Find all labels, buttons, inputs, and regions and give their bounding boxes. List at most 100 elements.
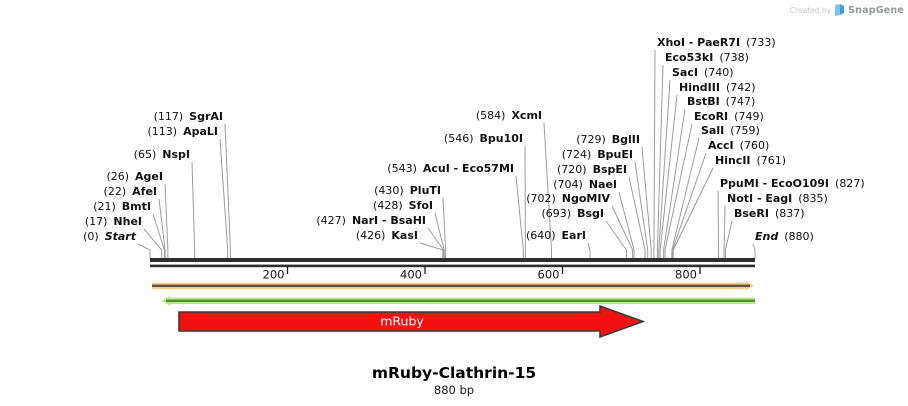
- site-label-eari: (640) EarI: [526, 229, 586, 243]
- bottom-strand-center-line: [166, 299, 755, 302]
- site-position: (0): [83, 230, 99, 243]
- site-connector-line: [427, 227, 445, 259]
- site-connector-line: [419, 242, 444, 259]
- site-connector-line: [164, 183, 169, 259]
- site-connector-line: [658, 79, 671, 259]
- site-connector-line: [664, 123, 693, 259]
- site-enzyme-name: BstBI: [687, 95, 720, 108]
- site-enzyme-name: Bpu10I: [479, 132, 524, 145]
- site-position: (880): [784, 230, 814, 243]
- site-enzyme-name: AcuI - Eco57MI: [422, 162, 514, 175]
- site-label-bpuei: (724) BpuEI: [562, 148, 633, 162]
- site-label-naei: (704)NaeI: [553, 178, 617, 192]
- site-label-saci: SacI (740): [672, 66, 734, 80]
- site-enzyme-name: NgoMIV: [561, 192, 610, 205]
- site-position: (640): [525, 229, 556, 242]
- site-connector-line: [672, 167, 714, 259]
- site-connector-line: [659, 94, 678, 259]
- site-position: (733): [746, 36, 776, 49]
- site-connector-line: [611, 205, 634, 259]
- site-position: (430): [374, 184, 404, 197]
- site-connector-line: [672, 152, 707, 259]
- site-enzyme-name: SgrAI: [189, 110, 223, 123]
- site-enzyme-name: ApaLI: [183, 125, 218, 138]
- site-label-xhoi-paer7i: XhoI - PaeR7I (733): [657, 36, 776, 50]
- ruler-tick-label: 400: [400, 268, 422, 282]
- ruler-tick-label: 200: [263, 268, 285, 282]
- site-enzyme-name: NaeI: [588, 178, 617, 191]
- site-label-bmti: (21)BmtI: [93, 200, 151, 214]
- site-position: (759): [730, 124, 760, 137]
- site-enzyme-name: KasI: [391, 229, 418, 242]
- site-connector-line: [158, 198, 166, 259]
- site-enzyme-name: Eco53kI: [665, 51, 714, 64]
- site-label-sali: SalI (759): [701, 124, 760, 138]
- site-label-sfoi: (428)SfoI: [373, 199, 433, 213]
- site-connector-line: [191, 161, 196, 259]
- site-position: (426): [355, 229, 386, 242]
- site-enzyme-name: BmtI: [121, 200, 151, 213]
- site-position: (720): [556, 163, 587, 176]
- site-connector-line: [515, 175, 524, 259]
- site-label-bstbi: BstBI (747): [687, 95, 755, 109]
- site-label-xcmi: (584)XcmI: [476, 109, 542, 123]
- site-position: (740): [703, 66, 734, 79]
- site-position: (546): [443, 132, 474, 145]
- site-position: (427): [316, 214, 346, 227]
- site-enzyme-name: PpuMI - EcoO109I: [720, 177, 830, 190]
- watermark: Created by SnapGene: [790, 4, 904, 16]
- feature-arrow-mruby: [178, 304, 646, 339]
- site-position: (693): [541, 207, 572, 220]
- site-label-nari-bsahi: (427) NarI - BsaHI: [316, 214, 426, 228]
- bottom-strand-arrowhead: [161, 296, 170, 306]
- site-enzyme-name: BpuEI: [597, 148, 633, 161]
- top-strand-center-line: [152, 284, 750, 287]
- plasmid-title: mRuby-Clathrin-15: [371, 364, 537, 382]
- site-label-hindiii: HindIII (742): [679, 81, 756, 95]
- site-label-hincii: HincII (761): [715, 154, 786, 168]
- site-position: (543): [387, 162, 417, 175]
- site-label-ecori: EcoRI(749): [694, 110, 764, 124]
- site-label-bglii: (729)BglII: [576, 133, 640, 147]
- site-label-bseri: BseRI(837): [734, 207, 805, 221]
- site-position: (760): [739, 139, 770, 152]
- site-enzyme-name: NotI - EagI: [727, 192, 793, 205]
- site-label-acci: AccI(760): [708, 139, 769, 153]
- site-enzyme-name: SalI: [701, 124, 725, 137]
- ruler-tick-label: 600: [538, 268, 560, 282]
- site-position: (65): [133, 148, 157, 161]
- sequence-bar-bottom: [150, 264, 755, 268]
- site-enzyme-name: HindIII: [679, 81, 720, 94]
- site-connector-line: [656, 64, 664, 259]
- site-label-eco53ki: Eco53kI (738): [665, 51, 749, 65]
- site-enzyme-name: NarI - BsaHI: [351, 214, 426, 227]
- snapgene-flag-icon: [835, 4, 845, 16]
- site-connector-line: [618, 191, 635, 259]
- site-enzyme-name: PluTI: [409, 184, 441, 197]
- site-label-nhei: (17)NheI: [85, 215, 142, 229]
- site-connector-line: [137, 243, 151, 259]
- site-enzyme-name: BspEI: [592, 163, 627, 176]
- site-position: (26): [106, 170, 130, 183]
- site-connector-line: [605, 220, 627, 259]
- site-enzyme-name: EarI: [561, 229, 586, 242]
- site-position: (738): [719, 51, 749, 64]
- site-position: (747): [725, 95, 756, 108]
- site-position: (761): [756, 154, 787, 167]
- site-enzyme-name: HincII: [715, 154, 751, 167]
- site-position: (428): [373, 199, 403, 212]
- site-enzyme-name: XhoI - PaeR7I: [657, 36, 741, 49]
- site-position: (827): [835, 177, 865, 190]
- site-label-afei: (22)AfeI: [104, 185, 157, 199]
- site-enzyme-name: SacI: [672, 66, 698, 79]
- site-connector-line: [723, 205, 726, 259]
- site-position: (724): [561, 148, 592, 161]
- site-label-kasi: (426) KasI: [356, 229, 418, 243]
- site-position: (702): [526, 192, 556, 205]
- site-position: (837): [774, 207, 805, 220]
- site-label-start: (0)Start: [83, 230, 136, 244]
- site-connector-line: [152, 213, 165, 259]
- site-position: (742): [725, 81, 756, 94]
